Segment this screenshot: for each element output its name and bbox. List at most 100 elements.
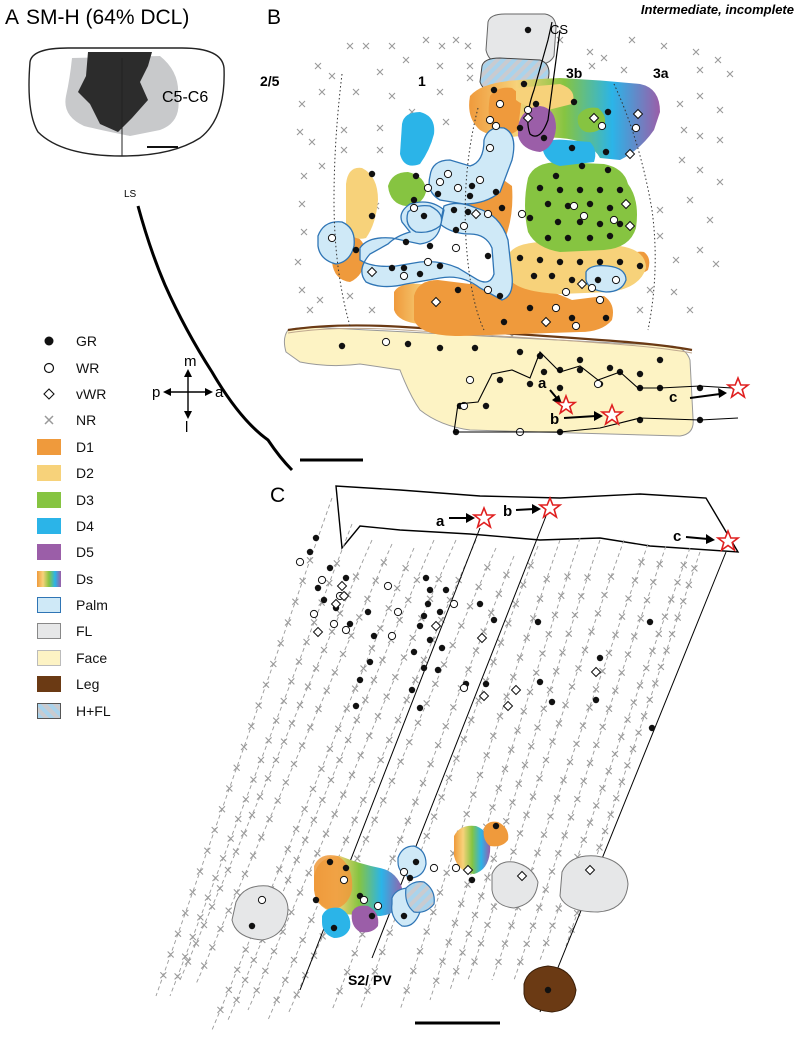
nr-site-marker — [299, 936, 307, 944]
nr-site-marker — [295, 658, 303, 666]
nr-site-marker — [298, 100, 306, 108]
nr-site-marker — [445, 938, 453, 946]
nr-site-marker — [568, 683, 576, 691]
nr-site-marker — [573, 740, 580, 748]
nr-site-marker — [305, 869, 313, 877]
nr-site-marker — [333, 559, 341, 567]
d1-patch-c-2 — [483, 821, 509, 847]
wr-site-marker — [409, 203, 419, 213]
nr-site-marker — [328, 628, 336, 636]
gr-site-marker — [596, 220, 604, 228]
open-circle-icon — [36, 359, 62, 376]
spinal-cord-section: C5-C6 — [28, 47, 225, 157]
nr-site-marker — [503, 693, 511, 701]
nr-site-marker — [564, 573, 571, 580]
panel-c-outline — [335, 485, 740, 553]
nr-site-marker — [567, 813, 575, 821]
nr-site-marker — [280, 738, 288, 746]
nr-site-marker — [686, 306, 694, 314]
nr-site-marker — [385, 736, 393, 744]
nr-site-marker — [656, 206, 664, 214]
gr-site-marker — [436, 608, 444, 616]
nr-site-marker — [668, 630, 676, 638]
nr-site-marker — [261, 967, 269, 975]
nr-site-marker — [255, 702, 263, 709]
nr-site-marker — [490, 855, 498, 863]
nr-site-marker — [218, 805, 226, 813]
nr-site-marker — [232, 848, 240, 856]
d1-patch-lower — [414, 280, 613, 336]
vwr-site-marker — [632, 108, 644, 120]
gr-site-marker — [468, 876, 476, 884]
wr-site-marker — [317, 575, 327, 585]
nr-site-marker — [649, 647, 656, 655]
gr-site-marker — [606, 232, 614, 240]
nr-site-marker — [256, 793, 264, 801]
nr-site-marker — [319, 932, 327, 940]
legend-label: D5 — [76, 544, 94, 561]
gr-site-marker — [408, 686, 416, 694]
nr-site-marker — [284, 619, 292, 626]
wr-site-marker — [571, 321, 581, 331]
nr-site-marker — [555, 905, 563, 912]
nr-site-marker — [351, 816, 359, 824]
gr-site-marker — [544, 234, 552, 242]
gr-site-marker — [420, 212, 428, 220]
nr-site-marker — [696, 92, 704, 100]
nr-site-marker — [431, 680, 439, 688]
site-a-star-c — [471, 505, 497, 529]
d3-patch-left — [388, 172, 426, 206]
gr-site-marker — [496, 292, 504, 300]
nr-site-marker — [386, 929, 394, 937]
gr-site-marker — [606, 364, 614, 372]
nr-site-marker — [316, 296, 324, 304]
legend-label: D2 — [76, 465, 94, 482]
legend-label: FL — [76, 623, 93, 640]
legend-item-ds: Ds — [36, 566, 146, 592]
nr-site-marker — [680, 561, 688, 569]
vwr-site-marker — [510, 684, 522, 696]
panel-b: B Intermediate, incomplete 2/5 1 3b 3a — [260, 2, 794, 462]
gr-site-marker — [412, 172, 420, 180]
gr-site-marker — [482, 680, 490, 688]
nr-site-marker — [443, 869, 451, 877]
nr-site-marker — [420, 656, 428, 664]
site-b-label-b: b — [550, 411, 559, 428]
nr-site-marker — [336, 756, 343, 764]
nr-site-marker — [696, 66, 704, 74]
nr-site-marker — [402, 56, 410, 64]
nr-site-marker — [376, 146, 384, 154]
vwr-site-marker — [590, 666, 602, 678]
nr-site-marker — [296, 701, 304, 709]
nr-site-marker — [277, 639, 285, 647]
wr-site-marker — [359, 895, 369, 905]
recording-sites-c — [248, 534, 656, 994]
wr-site-marker — [579, 211, 589, 221]
nr-site-marker — [656, 232, 664, 240]
nr-site-marker — [661, 613, 669, 621]
nr-site-marker — [495, 784, 503, 792]
nr-site-marker — [250, 956, 258, 964]
vwr-site-marker — [430, 620, 442, 632]
nr-site-marker — [336, 609, 344, 617]
wr-site-marker — [373, 901, 383, 911]
nr-site-marker — [573, 795, 581, 803]
nr-site-marker — [233, 966, 241, 974]
gr-site-marker — [500, 318, 508, 326]
nr-site-marker — [629, 745, 637, 753]
nr-site-marker — [353, 716, 361, 724]
nr-site-marker — [484, 874, 491, 881]
gr-site-marker — [412, 858, 420, 866]
nr-site-marker — [678, 156, 686, 164]
nr-site-marker — [301, 805, 308, 813]
nr-site-marker — [216, 884, 224, 892]
nr-site-marker — [483, 564, 491, 571]
gr-site-marker — [426, 636, 434, 644]
vwr-site-marker — [584, 864, 596, 876]
d2-swatch — [37, 465, 61, 482]
nr-site-marker — [225, 986, 233, 994]
nr-site-marker — [296, 889, 304, 896]
nr-site-marker — [692, 48, 700, 56]
nr-site-marker — [411, 676, 419, 684]
nr-site-marker — [440, 661, 448, 668]
